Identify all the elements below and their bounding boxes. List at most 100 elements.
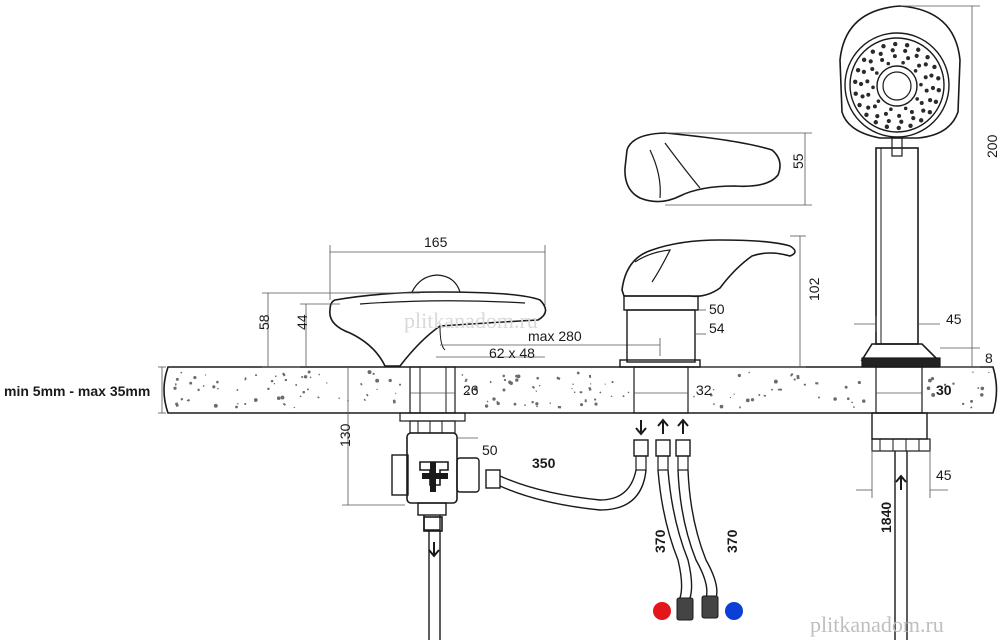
- dim-30: 30: [936, 382, 952, 398]
- dim-max-280: max 280: [528, 328, 582, 344]
- speckle: [536, 376, 539, 380]
- speckle: [502, 374, 506, 378]
- speckle: [549, 402, 552, 404]
- nozzle: [917, 63, 922, 68]
- speckle: [284, 378, 288, 382]
- speckle: [611, 380, 614, 384]
- dim-26: 26: [463, 382, 479, 398]
- speckle: [930, 376, 935, 381]
- speckle: [180, 397, 184, 401]
- speckle: [988, 371, 990, 374]
- nozzle: [866, 105, 871, 110]
- countertop: [163, 366, 998, 414]
- speckle: [851, 401, 853, 404]
- speckle: [790, 374, 793, 377]
- speckle: [579, 391, 583, 394]
- nozzle: [932, 64, 937, 70]
- speckle: [719, 404, 724, 409]
- speckle: [302, 390, 306, 394]
- nozzle: [927, 109, 933, 115]
- speckle: [745, 398, 750, 403]
- speckle: [282, 372, 286, 377]
- speckle: [502, 388, 506, 392]
- speckle: [235, 405, 238, 409]
- dim-44: 44: [294, 314, 310, 330]
- speckle: [594, 402, 598, 406]
- dim-58: 58: [256, 314, 272, 330]
- speckle: [709, 392, 713, 397]
- speckle: [303, 375, 308, 379]
- speckle: [299, 395, 302, 398]
- nozzle: [893, 41, 898, 47]
- speckle: [280, 395, 285, 400]
- speckle: [186, 399, 189, 402]
- speckle: [952, 382, 955, 385]
- nozzle: [915, 97, 919, 101]
- speckle: [961, 402, 965, 406]
- speckle: [175, 383, 177, 386]
- nozzle: [890, 48, 895, 53]
- speckle: [604, 383, 606, 385]
- speckle: [970, 406, 973, 409]
- nozzle: [886, 118, 891, 124]
- speckle: [696, 391, 698, 393]
- speckle: [857, 380, 861, 385]
- speckle: [557, 405, 562, 409]
- speckle: [738, 406, 742, 409]
- speckle: [388, 378, 392, 383]
- speckle: [174, 402, 179, 408]
- speckle: [538, 384, 541, 387]
- speckle: [244, 377, 247, 380]
- speckle: [515, 374, 518, 378]
- speckle: [853, 406, 855, 408]
- speckle: [818, 396, 820, 399]
- nozzle: [878, 51, 883, 56]
- speckle: [484, 404, 489, 408]
- speckle: [515, 378, 519, 382]
- speckle: [489, 380, 492, 384]
- mixer-dimensions: 55 102 50 54 32: [634, 132, 822, 398]
- speckle: [467, 391, 470, 395]
- nozzle: [908, 123, 913, 128]
- speckle: [846, 397, 850, 401]
- nozzle: [853, 79, 858, 84]
- nozzle: [884, 124, 890, 129]
- dim-55: 55: [790, 153, 806, 169]
- speckle: [367, 370, 372, 375]
- nozzle: [881, 44, 886, 49]
- speckle: [535, 402, 539, 406]
- speckle: [737, 373, 742, 378]
- speckle: [970, 399, 974, 403]
- speckle: [928, 378, 932, 383]
- speckle: [712, 388, 715, 391]
- speckle: [862, 399, 866, 403]
- speckle: [274, 375, 277, 378]
- speckle: [815, 382, 819, 385]
- nozzle: [913, 69, 918, 73]
- speckle: [360, 382, 363, 386]
- speckle: [363, 398, 366, 402]
- speckle: [282, 402, 286, 406]
- nozzle: [880, 57, 885, 62]
- dim-370-right: 370: [724, 529, 740, 553]
- speckle: [771, 388, 773, 391]
- hot-water-marker: [653, 602, 671, 620]
- nozzle: [860, 94, 865, 99]
- speckle: [793, 378, 796, 381]
- speckle: [750, 398, 755, 402]
- speckle: [980, 386, 985, 391]
- speckle: [193, 375, 197, 380]
- speckle: [217, 387, 219, 390]
- speckle: [589, 383, 592, 385]
- nozzle: [923, 62, 928, 67]
- speckle: [584, 399, 587, 403]
- speckle: [779, 388, 783, 391]
- dim-130: 130: [337, 423, 353, 447]
- speckle: [465, 378, 468, 381]
- dim-45-top: 45: [946, 311, 962, 327]
- speckle: [748, 371, 750, 374]
- nozzle: [870, 49, 876, 54]
- shower-dimensions: 200 45 8 30 45 1840: [854, 5, 1000, 533]
- nozzle: [914, 53, 919, 58]
